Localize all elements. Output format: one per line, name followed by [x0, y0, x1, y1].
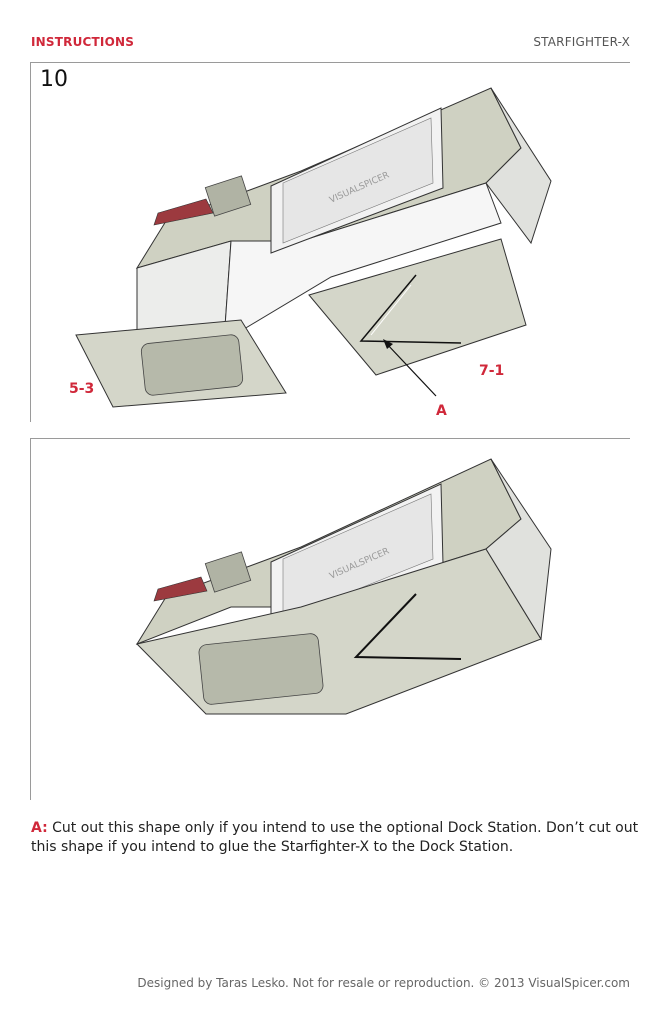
- step-panel-before: 10 VISUALSPICER 5-3 7-1 A: [30, 62, 630, 422]
- red-stripe: [153, 198, 214, 226]
- step-panel-after: VISUALSPICER: [30, 438, 630, 800]
- section-title: INSTRUCTIONS: [31, 35, 135, 49]
- note-text: Cut out this shape only if you intend to…: [31, 820, 639, 855]
- assembly-illustration-after: VISUALSPICER: [135, 458, 552, 715]
- hull-hatch: [204, 175, 252, 217]
- cut-mark-a-2: [353, 593, 462, 660]
- hull-hatch-2: [204, 551, 252, 593]
- underside-panel: [198, 633, 324, 705]
- model-title: STARFIGHTER-X: [533, 35, 630, 49]
- callout-arrow-line: [385, 342, 437, 397]
- note-key: A:: [31, 820, 48, 836]
- label-7-1: 7-1: [479, 363, 504, 379]
- label-a: A: [436, 403, 447, 419]
- assembly-illustration-before: VISUALSPICER 5-3 7-1 A: [69, 87, 552, 419]
- red-stripe-2: [153, 576, 208, 602]
- label-5-3: 5-3: [69, 381, 94, 397]
- cut-line-a-inner: [370, 284, 412, 336]
- footer-credit: Designed by Taras Lesko. Not for resale …: [137, 976, 630, 990]
- flap-panel: [140, 334, 244, 396]
- callout-arrow-head: [383, 339, 393, 349]
- window-back-2: [282, 493, 434, 620]
- step-number: 10: [40, 67, 68, 92]
- hull-right-face: [485, 87, 552, 245]
- hull-right-face-2: [485, 458, 552, 641]
- window-back: [282, 117, 434, 244]
- instruction-note: A: Cut out this shape only if you intend…: [31, 819, 641, 857]
- cut-line-a: [359, 274, 462, 344]
